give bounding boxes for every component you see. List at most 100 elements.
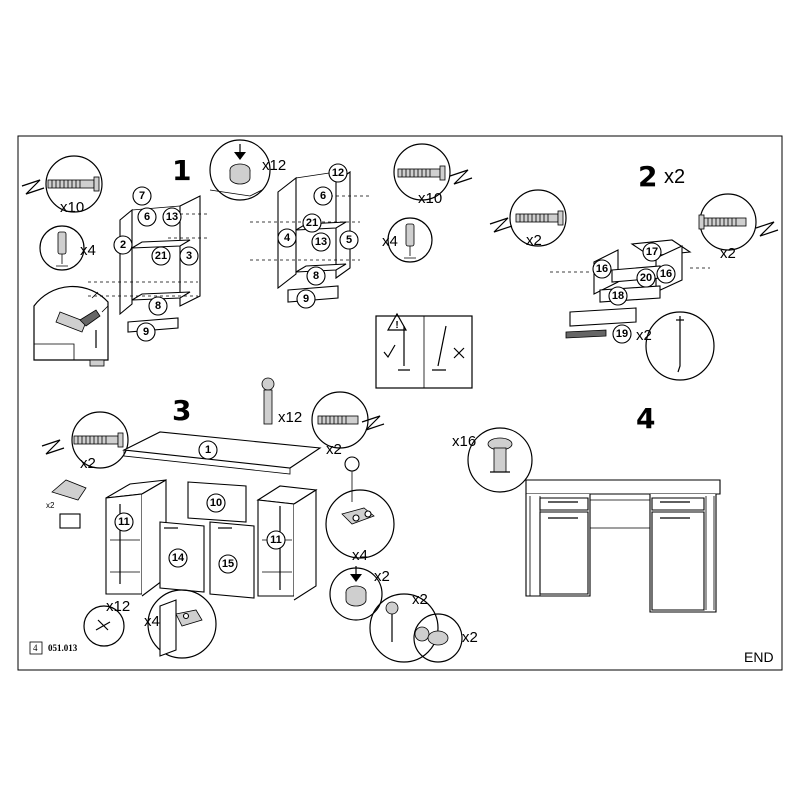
part-number-17: 17 — [642, 242, 662, 262]
svg-text:2: 2 — [120, 239, 126, 251]
svg-text:11: 11 — [118, 516, 130, 528]
screw-detail: x2 — [41, 411, 129, 472]
dowel-icon — [56, 231, 68, 267]
svg-text:7: 7 — [139, 190, 145, 202]
svg-text:18: 18 — [612, 290, 624, 302]
quantity-label: x4 — [144, 613, 160, 630]
quantity-label: x10 — [418, 190, 442, 207]
cam-lock-detail: x12 — [209, 139, 286, 201]
svg-text:16: 16 — [596, 263, 608, 275]
screwdriver-icon — [361, 415, 385, 431]
page-footer: 4 051.013 — [29, 641, 78, 655]
quantity-label: x12 — [262, 157, 286, 174]
part-number-8: 8 — [306, 266, 326, 286]
page-number: 4 — [33, 643, 38, 653]
svg-text:13: 13 — [166, 211, 178, 223]
part-number-6: 6 — [313, 186, 333, 206]
hammer-detail: x2 — [46, 479, 87, 529]
end-label: END — [744, 649, 774, 665]
cam-lock-icon — [229, 163, 251, 185]
step-number: 4 — [636, 402, 655, 435]
check-mark-icon — [383, 344, 396, 359]
product-code: 051.013 — [48, 643, 78, 653]
part-number-21: 21 — [302, 213, 322, 233]
svg-text:3: 3 — [186, 250, 192, 262]
svg-text:11: 11 — [270, 534, 282, 546]
screwdriver-icon — [21, 179, 45, 195]
screw-icon — [73, 432, 124, 448]
svg-text:20: 20 — [640, 272, 652, 284]
part-number-12: 12 — [328, 163, 348, 183]
svg-text:17: 17 — [646, 246, 658, 258]
top-dowel-detail: x12 — [261, 377, 302, 426]
svg-text:!: ! — [395, 320, 398, 331]
quantity-label: x2 — [526, 232, 542, 249]
screwdriver-icon — [489, 217, 513, 233]
step-multiplier: x2 — [664, 166, 685, 188]
hammer-icon — [55, 309, 105, 367]
dowel-icon — [404, 223, 416, 259]
warning-icon: ! — [386, 312, 408, 331]
quantity-label: x4 — [352, 547, 368, 564]
screwdriver-icon — [41, 439, 65, 455]
desk-top — [122, 431, 322, 475]
part-number-16: 16 — [656, 264, 676, 284]
svg-text:21: 21 — [155, 250, 167, 262]
part-number-14: 14 — [168, 548, 188, 568]
part-number-18: 18 — [608, 286, 628, 306]
quantity-label: x2 — [326, 441, 342, 458]
quantity-label: x12 — [278, 409, 302, 426]
part-number-5: 5 — [339, 230, 359, 250]
page-frame — [17, 135, 783, 671]
quantity-label: x2 — [374, 568, 390, 585]
svg-text:14: 14 — [172, 552, 185, 564]
svg-text:12: 12 — [332, 167, 344, 179]
screwdriver-icon — [755, 221, 779, 237]
quantity-label: x2 — [636, 327, 652, 344]
part-number-8: 8 — [148, 296, 168, 316]
svg-text:6: 6 — [144, 211, 150, 223]
part-number-4: 4 — [277, 228, 297, 248]
screwdriver-icon — [449, 169, 473, 185]
screw-detail: x2 — [489, 189, 567, 249]
part-number-7: 7 — [132, 186, 152, 206]
small-qty: x2 — [46, 501, 55, 510]
dowel-detail: x4 — [382, 217, 433, 263]
svg-text:10: 10 — [210, 497, 222, 509]
dowel-detail: x12 — [83, 598, 130, 647]
step-number: 3 — [172, 394, 191, 427]
warning-detail: ! — [375, 312, 473, 389]
svg-text:13: 13 — [315, 236, 327, 248]
cam-turn-detail: x2 — [413, 613, 478, 663]
screw-icon — [515, 210, 564, 226]
svg-text:8: 8 — [155, 300, 161, 312]
glide-detail: x16 — [452, 427, 533, 493]
part-number-9: 9 — [296, 289, 316, 309]
quantity-label: x2 — [412, 591, 428, 608]
svg-text:1: 1 — [205, 444, 211, 456]
step-number: 2 — [638, 160, 657, 193]
part-number-16: 16 — [592, 259, 612, 279]
svg-text:16: 16 — [660, 268, 672, 280]
finished-desk — [525, 479, 721, 613]
cross-mark-icon — [453, 347, 465, 359]
hinge-mount-detail: x4 — [144, 589, 217, 659]
screw-icon — [317, 415, 359, 425]
cam-bolt-detail: x2 — [369, 591, 439, 663]
screw-icon — [397, 165, 446, 181]
quantity-label: x12 — [106, 598, 130, 615]
part-number-13: 13 — [311, 232, 331, 252]
step-1: 1 x10 x4 — [21, 139, 473, 389]
quantity-label: x2 — [462, 629, 478, 646]
hammer-detail — [33, 285, 109, 367]
hinge-icon — [175, 609, 203, 627]
screw-detail: x2 — [698, 193, 779, 262]
part-number-2: 2 — [113, 235, 133, 255]
right-pedestal — [256, 485, 318, 601]
svg-text:6: 6 — [320, 190, 326, 202]
svg-text:15: 15 — [222, 558, 234, 570]
part-number-1: 1 — [198, 440, 218, 460]
step-4: 4 x16 — [452, 402, 721, 613]
screw-detail: x10 — [21, 155, 103, 216]
screw-detail — [645, 311, 715, 381]
